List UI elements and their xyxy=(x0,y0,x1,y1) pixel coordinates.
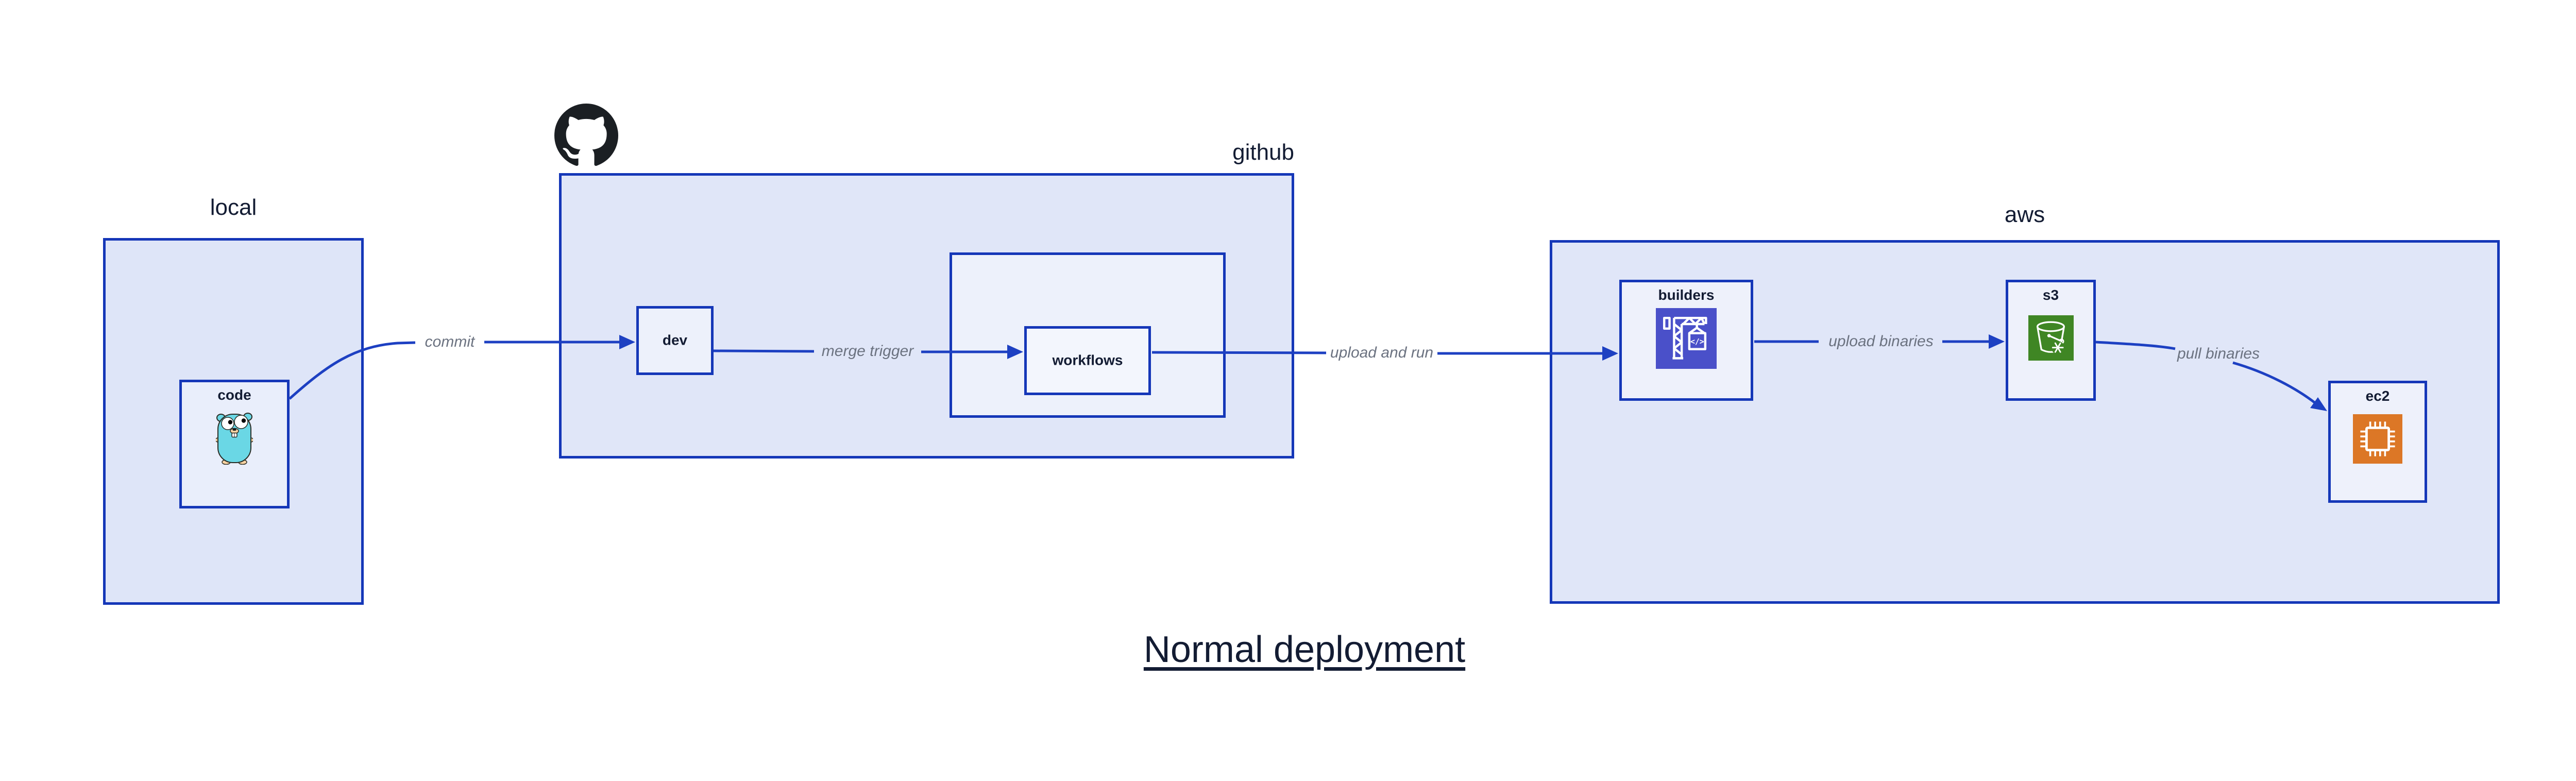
merge-trigger-edge-label: merge trigger xyxy=(821,343,914,360)
ec2-node: ec2 xyxy=(2328,381,2427,503)
dev-node: dev xyxy=(636,306,714,375)
s3-bucket-snowflake-icon xyxy=(2028,315,2074,361)
builders-node-label: builders xyxy=(1658,287,1715,303)
local-container-label: local xyxy=(210,195,257,220)
code-node: code xyxy=(179,380,290,508)
dev-node-label: dev xyxy=(662,332,688,348)
upload-binaries-edge-label: upload binaries xyxy=(1828,333,1934,350)
diagram-title: Normal deployment xyxy=(1143,629,1466,670)
commit-edge-label: commit xyxy=(425,333,475,350)
s3-node: s3 xyxy=(2006,280,2096,401)
github-octocat-icon xyxy=(554,104,618,166)
codebuild-crane-icon: </> xyxy=(1656,308,1717,369)
builders-node: builders </> xyxy=(1619,280,1753,401)
code-node-label: code xyxy=(217,387,251,403)
go-gopher-icon xyxy=(216,413,253,465)
pull-binaries-edge-label: pull binaries xyxy=(2177,345,2260,362)
codebuild-code-glyph: </> xyxy=(1690,337,1704,346)
workflows-node: workflows xyxy=(1024,326,1151,395)
ec2-node-label: ec2 xyxy=(2365,388,2390,404)
github-container-label: github xyxy=(1232,140,1294,165)
aws-container-label: aws xyxy=(2004,202,2045,227)
ec2-chip-icon xyxy=(2353,414,2402,464)
workflows-node-label: workflows xyxy=(1052,352,1123,368)
s3-node-label: s3 xyxy=(2042,287,2059,303)
upload-and-run-edge-label: upload and run xyxy=(1330,344,1434,361)
